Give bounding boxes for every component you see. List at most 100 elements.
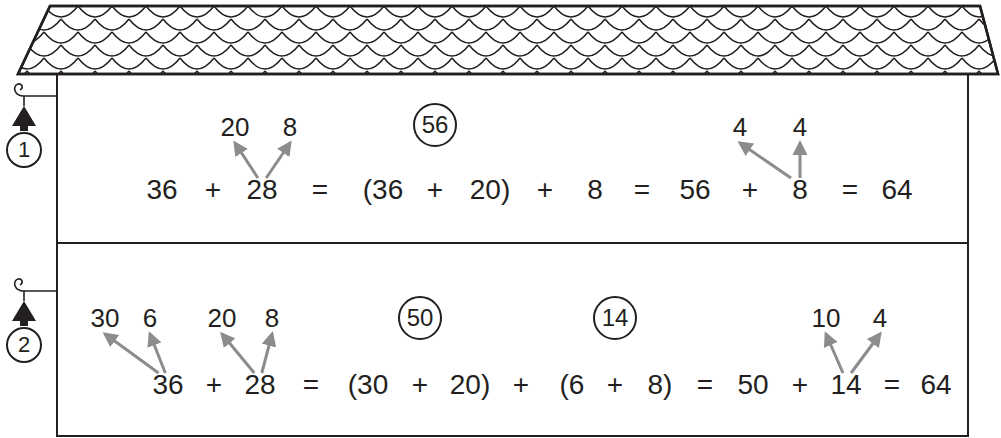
roof-scale <box>197 45 231 56</box>
split-part: 6 <box>143 305 157 331</box>
roof-scale <box>860 58 894 69</box>
split-part: 20 <box>221 114 250 140</box>
roof-scale <box>860 32 894 43</box>
roof-scale <box>401 71 435 82</box>
roof-scale <box>469 71 503 82</box>
roof-scale <box>792 58 826 69</box>
roof-scale <box>282 58 316 69</box>
roof-scale <box>724 6 758 17</box>
roof-scale <box>520 6 554 17</box>
roof-scale <box>452 58 486 69</box>
roof <box>18 6 998 74</box>
roof-scale <box>741 19 775 30</box>
roof-scale <box>724 32 758 43</box>
roof-scale <box>588 58 622 69</box>
floor-divider <box>57 242 968 244</box>
roof-scale <box>622 6 656 17</box>
roof-scale <box>78 58 112 69</box>
roof-scale <box>214 6 248 17</box>
roof-scale <box>877 71 911 82</box>
equation-term: 28 <box>246 176 277 204</box>
equation-term: (30 <box>348 371 388 399</box>
roof-scale <box>180 6 214 17</box>
split-arrow <box>222 334 254 373</box>
roof-scale <box>469 45 503 56</box>
roof-scale <box>112 6 146 17</box>
roof-scale <box>197 19 231 30</box>
roof-scale <box>554 32 588 43</box>
roof-scale <box>622 32 656 43</box>
roof-scale <box>656 6 690 17</box>
roof-scale <box>282 32 316 43</box>
roof-scale <box>996 6 1001 17</box>
roof-scale <box>401 45 435 56</box>
roof-scale <box>0 19 27 30</box>
roof-scale <box>503 19 537 30</box>
roof-scale <box>248 32 282 43</box>
roof-scale <box>231 45 265 56</box>
roof-scale <box>928 6 962 17</box>
circle-number: 1 <box>18 139 30 161</box>
roof-scale <box>248 6 282 17</box>
roof-scale <box>605 71 639 82</box>
roof-scale <box>843 45 877 56</box>
equation-term: (36 <box>363 176 403 204</box>
roof-scale <box>316 6 350 17</box>
roof-scale <box>639 19 673 30</box>
equation-term: = <box>697 371 713 399</box>
equation-term: + <box>513 371 529 399</box>
circle-number: 14 <box>602 306 629 330</box>
roof-scale <box>44 58 78 69</box>
roof-scale <box>486 32 520 43</box>
roof-scale <box>809 45 843 56</box>
roof-scale <box>894 58 928 69</box>
roof-scale <box>350 32 384 43</box>
roof-scale <box>775 71 809 82</box>
roof-scale <box>401 19 435 30</box>
roof-scale <box>299 45 333 56</box>
roof-scale <box>520 32 554 43</box>
split-part: 30 <box>91 305 120 331</box>
roof-scale <box>299 71 333 82</box>
roof-scale <box>690 58 724 69</box>
roof-scale <box>690 6 724 17</box>
circle-number: 50 <box>407 306 434 330</box>
roof-scale <box>469 19 503 30</box>
equation-term: 64 <box>920 371 951 399</box>
roof-scale <box>605 45 639 56</box>
equation-term: + <box>742 176 758 204</box>
roof-scale <box>129 71 163 82</box>
roof-scale <box>588 6 622 17</box>
roof-scale <box>707 45 741 56</box>
roof-scale <box>520 58 554 69</box>
equation-term: = <box>634 176 650 204</box>
lamp <box>12 84 57 131</box>
roof-scale <box>537 71 571 82</box>
roof-scale <box>265 71 299 82</box>
roof-scale <box>214 32 248 43</box>
roof-scale <box>707 71 741 82</box>
roof-scale <box>962 58 996 69</box>
equation-term: 28 <box>244 371 275 399</box>
split-part: 10 <box>812 305 841 331</box>
roof-scale <box>758 32 792 43</box>
roof-scale <box>248 58 282 69</box>
roof-scale <box>792 32 826 43</box>
roof-scale <box>758 6 792 17</box>
roof-scale <box>945 71 979 82</box>
roof-scale <box>435 45 469 56</box>
roof-outline <box>18 6 998 74</box>
circled-sum: 14 <box>593 296 637 340</box>
equation-term: 8 <box>792 176 808 204</box>
lamp <box>12 279 57 326</box>
roof-scale <box>435 19 469 30</box>
roof-scale <box>877 19 911 30</box>
roof-scale <box>112 32 146 43</box>
roof-scale <box>571 71 605 82</box>
equation-term: + <box>427 176 443 204</box>
roof-scale <box>622 58 656 69</box>
roof-scale <box>690 32 724 43</box>
roof-scale <box>452 32 486 43</box>
roof-scale <box>945 45 979 56</box>
roof-scale <box>163 71 197 82</box>
